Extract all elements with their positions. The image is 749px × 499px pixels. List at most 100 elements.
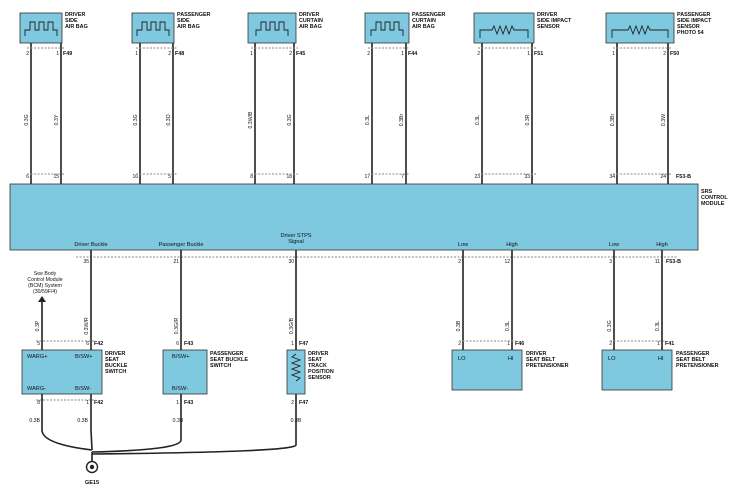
pin-number: 1 (527, 51, 530, 57)
connector-id: F46 (515, 341, 524, 347)
pin-number: 2 (291, 400, 294, 406)
wire-color-label: 0.3L (505, 321, 511, 331)
pin-number: 1 (176, 400, 179, 406)
connector-id: F43 (184, 400, 193, 406)
pin-number: 8 (250, 174, 253, 180)
sensor-resistor-icon (290, 353, 302, 382)
airbag-squib-icon (24, 21, 58, 36)
terminal-label: B/SW- (75, 386, 91, 392)
pin-number: 2 (367, 51, 370, 57)
pin-number: 6 (26, 174, 29, 180)
resistor-icon (611, 24, 669, 38)
connector-id: F47 (299, 341, 308, 347)
pin-number: 11 (655, 259, 660, 265)
component-label: SENSOR (677, 24, 700, 30)
terminal-label: WARG- (27, 386, 46, 392)
pin-number: 5 (37, 341, 40, 347)
pin-number: 1 (250, 51, 253, 57)
pin-number: 21 (173, 259, 179, 265)
component-label: PASSENGER (177, 12, 211, 18)
pin-number: 12 (504, 259, 510, 265)
pin-number: 2 (609, 341, 612, 347)
pin-number: 2 (289, 51, 292, 57)
wire-color-label: 0.3Y (54, 114, 60, 125)
connector-id: F53-B (666, 259, 681, 265)
pin-number: 1 (86, 400, 89, 406)
pin-number: 6 (86, 341, 89, 347)
connector-id: F44 (408, 51, 417, 57)
terminal-label: LO (458, 356, 466, 362)
pin-number: 2 (168, 51, 171, 57)
signal-label: Signal (288, 239, 304, 245)
passenger-curtain-airbag-box (364, 12, 410, 44)
wire-color-label: 0.3Br (610, 114, 616, 127)
wire-color-label: 0.3G/R (174, 318, 180, 335)
component-label: AIR BAG (299, 24, 322, 30)
component-label: CURTAIN (412, 18, 436, 24)
component-label: SEAT BUCKLE (210, 357, 248, 363)
driver-side-airbag-box (19, 12, 63, 44)
wire-color-label: 0.3B (291, 418, 302, 424)
signal-label: Low (458, 242, 469, 248)
wire-color-label: 0.3L (365, 115, 371, 125)
passenger-pretensioner (601, 349, 673, 391)
connector-id: F51 (534, 51, 543, 57)
driver-seat-track-position-sensor (286, 349, 306, 395)
wire-color-label: 0.3G (287, 114, 293, 125)
component-label: PRETENSIONER (676, 363, 719, 369)
terminal-label: WARG+ (27, 354, 47, 360)
component-label: DRIVER (105, 351, 125, 357)
component-label: SENSOR (308, 375, 331, 381)
terminal-label: LO (608, 356, 616, 362)
module-label: MODULE (701, 201, 725, 207)
signal-label: High (506, 242, 518, 248)
ground-label: GE15 (85, 480, 99, 486)
wire-ground-join (41, 429, 93, 451)
wire-color-label: 0.3P (35, 320, 41, 331)
airbag-squib-icon (370, 21, 404, 36)
terminal-label: HI (658, 356, 664, 362)
terminal-label: B/SW+ (172, 354, 190, 360)
pin-number: 1 (612, 51, 615, 57)
resistor-icon (479, 24, 529, 38)
terminal-label: HI (508, 356, 514, 362)
connector-id: F42 (94, 400, 103, 406)
connector-id: F49 (63, 51, 72, 57)
component-label: BUCKLE (105, 363, 128, 369)
pin-number: 2 (663, 51, 666, 57)
signal-label: Driver Buckle (74, 242, 107, 248)
connector-id: F48 (175, 51, 184, 57)
signal-label: Driver STPS (280, 233, 311, 239)
component-label: PRETENSIONER (526, 363, 569, 369)
component-label: SIDE (177, 18, 190, 24)
component-label: SIDE IMPACT (677, 18, 712, 24)
wire-color-label: 0.3B (29, 418, 40, 424)
component-label: AIR BAG (177, 24, 200, 30)
connector-id: F42 (94, 341, 103, 347)
pin-number: 3 (609, 259, 612, 265)
component-label: DRIVER (526, 351, 546, 357)
driver-curtain-airbag-box (247, 12, 297, 44)
ground-point-icon (89, 464, 95, 470)
wire-color-label: 0.3G (24, 114, 30, 125)
component-label: SIDE IMPACT (537, 18, 572, 24)
component-label: PASSENGER (677, 12, 711, 18)
driver-side-impact-sensor-box (473, 12, 535, 44)
reference-note: See Body (34, 271, 57, 277)
connector-id: F43 (184, 341, 193, 347)
reference-note: (30/59F/4) (33, 289, 57, 295)
wire-color-label: 0.3R (525, 114, 531, 125)
wire-ground-join (91, 444, 297, 455)
wire-color-label: 0.3Br (399, 114, 405, 127)
pin-number: 2 (477, 51, 480, 57)
component-label: SWITCH (105, 369, 126, 375)
wire-color-label: 0.3G/B (289, 317, 295, 334)
pin-number: 18 (286, 174, 292, 180)
component-label: DRIVER (537, 12, 557, 18)
wire-color-label: 0.3W (661, 114, 667, 126)
wire-color-label: 0.3G (607, 320, 613, 331)
component-label: SEAT BELT (676, 357, 706, 363)
component-label: AIR BAG (412, 24, 435, 30)
pin-number: 2 (458, 259, 461, 265)
component-label: SEAT BELT (526, 357, 556, 363)
